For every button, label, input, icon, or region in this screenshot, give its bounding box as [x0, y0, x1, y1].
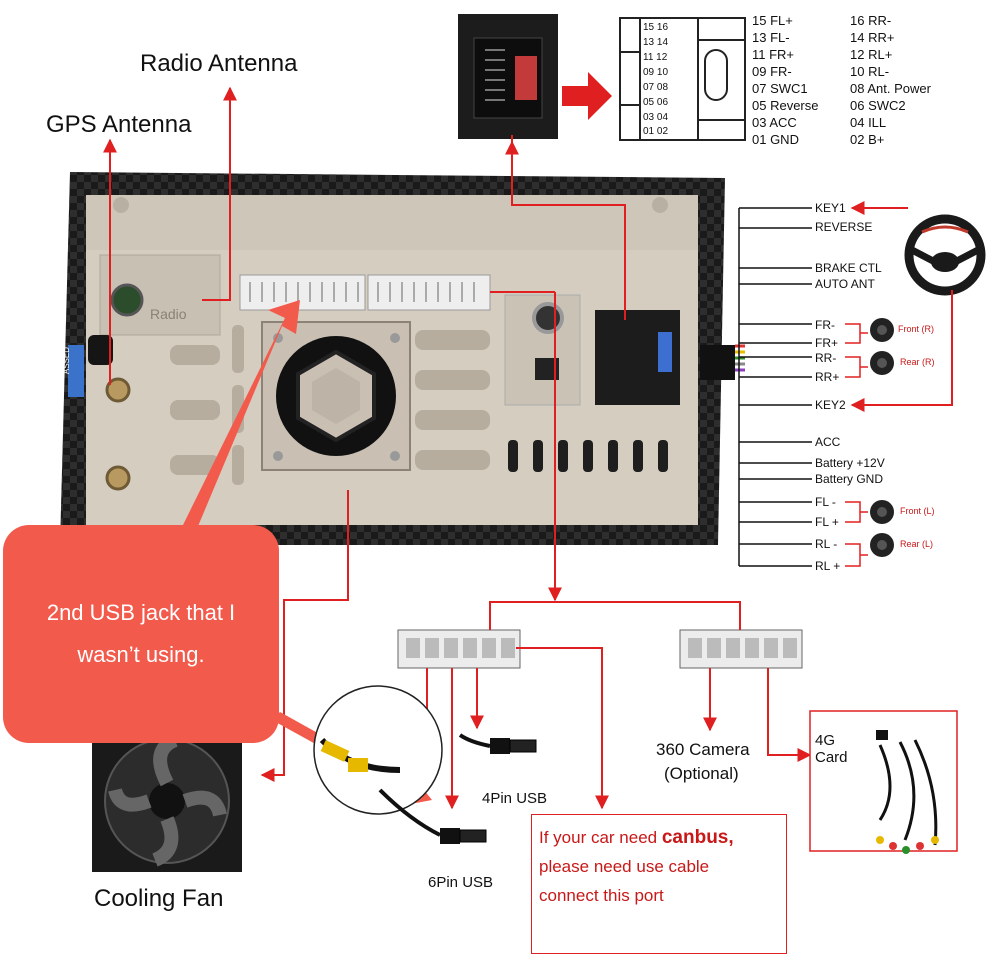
- camera-connector-block: [679, 629, 803, 669]
- pinout-right: 06 SWC2: [850, 98, 906, 113]
- usb-connector-block: [397, 629, 521, 669]
- speaker-label-front-r: Front (R): [898, 324, 934, 334]
- canbus-line-1: If your car need canbus,: [539, 827, 734, 848]
- fan-grille: [261, 321, 411, 471]
- pinout-left: 09 FR-: [752, 64, 792, 79]
- usb-4pin-label: 4Pin USB: [482, 790, 548, 807]
- radio-port-label: Radio: [150, 306, 187, 322]
- wire-label: FR-: [815, 318, 835, 332]
- pinout-arrow: [562, 72, 612, 120]
- wire-label: RR+: [815, 370, 840, 384]
- callout-text: 2nd USB jack that I wasn’t using.: [46, 600, 236, 667]
- callout-box: 2nd USB jack that I wasn’t using.: [3, 525, 279, 743]
- pinout-left: 07 SWC1: [752, 81, 808, 96]
- usb-cable-4pin: [458, 733, 537, 754]
- pinout-right: 16 RR-: [850, 13, 892, 28]
- passed-sticker: [68, 345, 84, 397]
- wire-label: KEY2: [815, 398, 846, 412]
- wire-label: BRAKE CTL: [815, 261, 882, 275]
- usb-6pin-label: 6Pin USB: [428, 874, 494, 891]
- radio-antenna-label: Radio Antenna: [140, 50, 298, 77]
- speaker-label-rear-l: Rear (L): [900, 539, 934, 549]
- wire-label: Battery +12V: [815, 456, 885, 470]
- usb-cable-6pin: [378, 788, 487, 844]
- wire-label: RL -: [815, 537, 838, 551]
- wire-label: RR-: [815, 351, 837, 365]
- 4g-card-box: [809, 710, 958, 854]
- speaker-icons: [870, 318, 894, 557]
- pinout-right: 04 ILL: [850, 115, 887, 130]
- wire-label: REVERSE: [815, 220, 873, 234]
- pinout-diagram: [619, 17, 746, 141]
- 4g-card-label: 4G Card: [815, 732, 848, 766]
- steering-wheel-icon: [904, 214, 986, 296]
- connector-photo: [458, 14, 558, 139]
- pin-label: 01 02: [643, 126, 669, 137]
- canbus-line-2: please need use cable: [539, 857, 710, 876]
- wire-label: ACC: [815, 435, 841, 449]
- radio-port: [110, 283, 144, 317]
- optical-port: [535, 358, 559, 380]
- speaker-label-rear-r: Rear (R): [900, 357, 935, 367]
- wire-label: FR+: [815, 336, 839, 350]
- pinout-right: 10 RL-: [850, 64, 890, 79]
- cooling-fan-icon: [92, 730, 242, 872]
- pinout-left: 11 FR+: [752, 47, 795, 62]
- pinout-right: 02 B+: [850, 132, 885, 147]
- pin-label: 15 16: [643, 22, 669, 33]
- canbus-warning-box: [531, 814, 787, 954]
- camera-label: 360 Camera: [656, 740, 750, 759]
- pin-label: 05 06: [643, 97, 669, 108]
- pinout-right: 08 Ant. Power: [850, 81, 931, 96]
- white-connectors: [239, 274, 491, 311]
- pin-label: 09 10: [643, 67, 669, 78]
- pin-label: 13 14: [643, 37, 669, 48]
- wire-label: KEY1: [815, 201, 846, 215]
- pinout-left: 05 Reverse: [752, 98, 819, 113]
- head-unit: [60, 172, 745, 545]
- pinout-right: 12 RL+: [850, 47, 893, 62]
- pinout-left: 03 ACC: [752, 115, 797, 130]
- pinout-right: 14 RR+: [850, 30, 895, 45]
- canbus-line-3: connect this port: [539, 886, 664, 905]
- wire-label: Battery GND: [815, 472, 884, 486]
- pinout-left: 13 FL-: [752, 30, 790, 45]
- wire-label: RL +: [815, 559, 841, 573]
- pinout-left: 01 GND: [752, 132, 799, 147]
- gps-antenna-label: GPS Antenna: [46, 111, 192, 138]
- zoom-circle: [313, 685, 443, 815]
- harness-bracket: [738, 207, 812, 567]
- gps-socket: [105, 377, 131, 403]
- pin-label: 07 08: [643, 82, 669, 93]
- wire-label: FL +: [815, 515, 839, 529]
- wire-label: FL -: [815, 495, 836, 509]
- passed-sticker-label: ASSED: [62, 347, 71, 375]
- 4g-socket: [105, 465, 131, 491]
- camera-optional-label: (Optional): [664, 764, 739, 783]
- aux-jack: [532, 302, 564, 334]
- pinout-left: 15 FL+: [752, 13, 793, 28]
- cooling-fan-label: Cooling Fan: [94, 885, 224, 912]
- pin-label: 11 12: [643, 52, 668, 63]
- speaker-label-front-l: Front (L): [900, 506, 935, 516]
- wire-label: AUTO ANT: [815, 277, 875, 291]
- pin-label: 03 04: [643, 112, 669, 123]
